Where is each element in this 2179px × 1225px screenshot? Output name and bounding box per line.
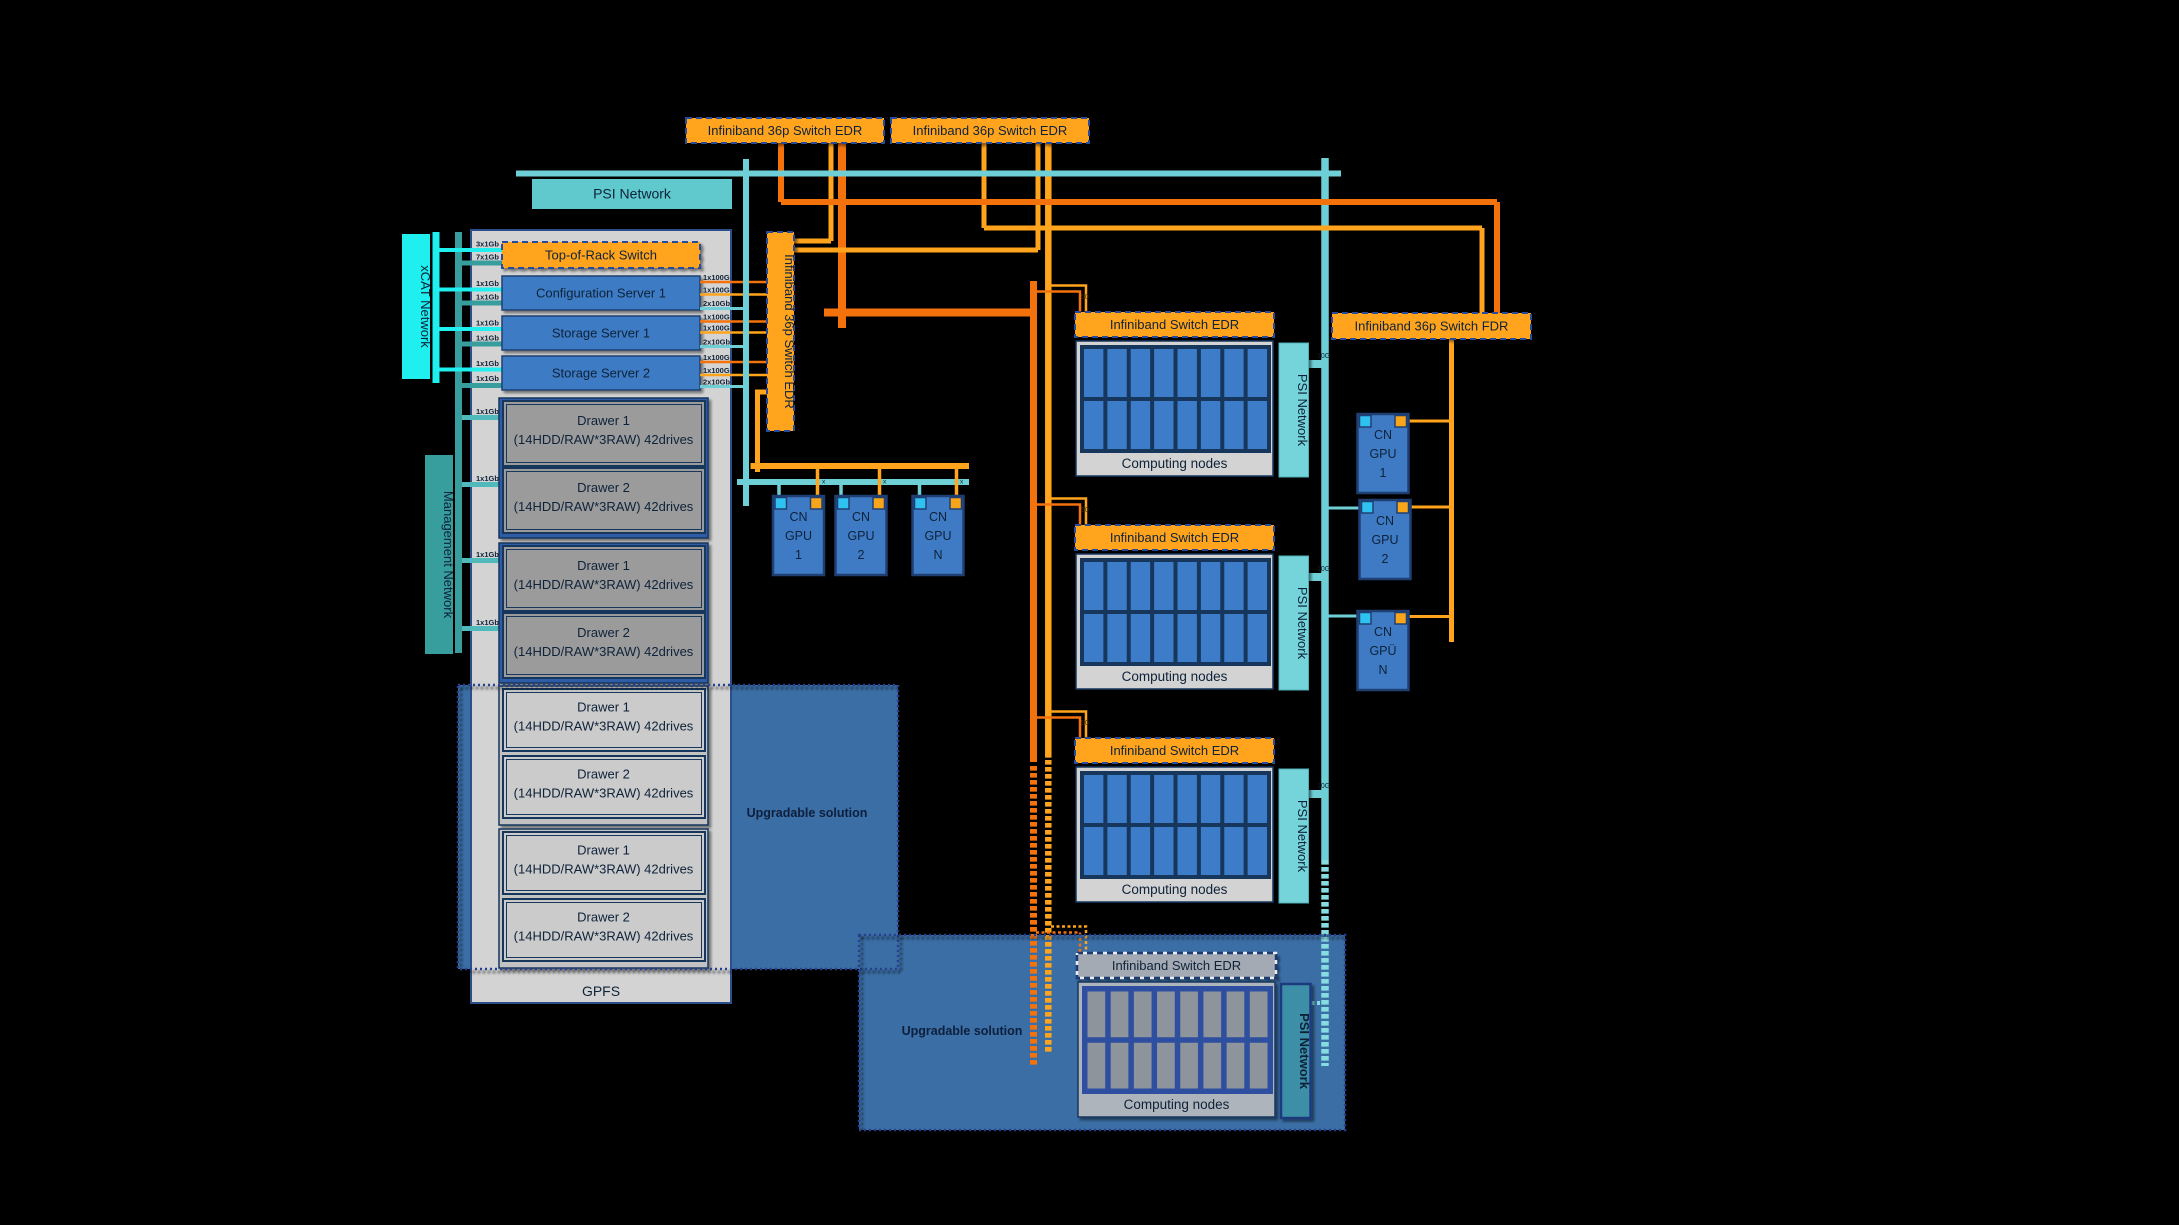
svg-text:Infiniband 36p Switch EDR: Infiniband 36p Switch EDR [708, 123, 863, 138]
svg-text:x: x [883, 479, 887, 486]
svg-text:x: x [960, 479, 964, 486]
svg-text:10G: 10G [1317, 353, 1330, 360]
svg-text:N: N [933, 548, 942, 562]
svg-text:Infiniband Switch EDR: Infiniband Switch EDR [1110, 743, 1239, 758]
svg-text:CN: CN [1374, 625, 1392, 639]
svg-text:GPU: GPU [924, 529, 951, 543]
svg-text:Management Network: Management Network [441, 491, 456, 619]
svg-text:GPU: GPU [785, 529, 812, 543]
svg-text:Computing nodes: Computing nodes [1122, 882, 1228, 897]
svg-text:1x1Gb: 1x1Gb [476, 374, 499, 383]
svg-text:1x1Gb: 1x1Gb [476, 279, 499, 288]
svg-text:PSI Network: PSI Network [1295, 374, 1310, 447]
svg-text:1x1Gb: 1x1Gb [476, 319, 499, 328]
svg-text:10G: 10G [1317, 783, 1330, 790]
svg-text:1x100G: 1x100G [703, 273, 730, 282]
svg-text:50: 50 [1081, 507, 1089, 514]
svg-text:CN: CN [1374, 428, 1392, 442]
svg-text:3x1Gb: 3x1Gb [476, 240, 499, 249]
svg-text:2x10Gb: 2x10Gb [703, 378, 731, 387]
svg-text:PSI Network: PSI Network [1295, 800, 1310, 873]
svg-text:Top-of-Rack Switch: Top-of-Rack Switch [545, 248, 657, 263]
svg-text:CN: CN [1376, 514, 1394, 528]
svg-text:Infiniband 36p Switch EDR: Infiniband 36p Switch EDR [782, 254, 797, 409]
svg-text:2: 2 [858, 548, 865, 562]
svg-text:50: 50 [1081, 294, 1089, 301]
svg-text:PSI Network: PSI Network [1297, 1013, 1312, 1090]
svg-text:1: 1 [1380, 466, 1387, 480]
svg-text:Computing nodes: Computing nodes [1122, 669, 1228, 684]
svg-text:N: N [1378, 663, 1387, 677]
svg-text:1: 1 [795, 548, 802, 562]
svg-text:Infiniband 36p Switch FDR: Infiniband 36p Switch FDR [1355, 319, 1509, 334]
svg-text:PSI Network: PSI Network [593, 186, 672, 202]
svg-text:Infiniband Switch EDR: Infiniband Switch EDR [1112, 958, 1241, 973]
svg-text:2x10Gb: 2x10Gb [703, 338, 731, 347]
svg-text:(14HDD/RAW*3RAW) 42drives: (14HDD/RAW*3RAW) 42drives [514, 719, 694, 734]
svg-text:10G: 10G [1317, 566, 1330, 573]
svg-text:Infiniband Switch EDR: Infiniband Switch EDR [1110, 317, 1239, 332]
svg-text:Infiniband 36p Switch EDR: Infiniband 36p Switch EDR [913, 123, 1068, 138]
svg-text:GPU: GPU [1371, 533, 1398, 547]
svg-text:1x1Gb: 1x1Gb [476, 550, 499, 559]
svg-text:(14HDD/RAW*3RAW) 42drives: (14HDD/RAW*3RAW) 42drives [514, 929, 694, 944]
svg-text:CN: CN [929, 510, 947, 524]
svg-text:Drawer 1: Drawer 1 [577, 843, 630, 858]
svg-text:Infiniband Switch EDR: Infiniband Switch EDR [1110, 530, 1239, 545]
svg-text:GPU: GPU [1369, 447, 1396, 461]
svg-text:Upgradable solution: Upgradable solution [747, 806, 868, 820]
svg-text:1x100G: 1x100G [703, 366, 730, 375]
svg-text:xCAT Network: xCAT Network [418, 265, 433, 348]
svg-text:GPU: GPU [847, 529, 874, 543]
svg-text:Upgradable solution: Upgradable solution [902, 1024, 1023, 1038]
svg-text:(14HDD/RAW*3RAW) 42drives: (14HDD/RAW*3RAW) 42drives [514, 577, 694, 592]
svg-text:GPFS: GPFS [582, 983, 620, 999]
svg-text:Storage Server 2: Storage Server 2 [552, 366, 650, 381]
svg-text:(14HDD/RAW*3RAW) 42drives: (14HDD/RAW*3RAW) 42drives [514, 499, 694, 514]
svg-text:1x1Gb: 1x1Gb [476, 334, 499, 343]
svg-text:(14HDD/RAW*3RAW) 42drives: (14HDD/RAW*3RAW) 42drives [514, 862, 694, 877]
svg-text:(14HDD/RAW*3RAW) 42drives: (14HDD/RAW*3RAW) 42drives [514, 786, 694, 801]
svg-text:Drawer 2: Drawer 2 [577, 480, 630, 495]
svg-text:GPÜ: GPÜ [1369, 644, 1396, 658]
svg-text:1x100G: 1x100G [703, 313, 730, 322]
svg-text:Storage Server 1: Storage Server 1 [552, 326, 650, 341]
svg-text:Computing nodes: Computing nodes [1122, 456, 1228, 471]
svg-text:7x1Gb: 7x1Gb [476, 253, 499, 262]
svg-text:CN: CN [852, 510, 870, 524]
svg-text:Drawer 2: Drawer 2 [577, 625, 630, 640]
svg-text:Drawer 1: Drawer 1 [577, 413, 630, 428]
svg-text:1x1Gb: 1x1Gb [476, 618, 499, 627]
svg-text:x: x [822, 479, 826, 486]
svg-text:Drawer 2: Drawer 2 [577, 910, 630, 925]
svg-text:1x1Gb: 1x1Gb [476, 474, 499, 483]
svg-text:1x100G: 1x100G [703, 324, 730, 333]
svg-text:(14HDD/RAW*3RAW) 42drives: (14HDD/RAW*3RAW) 42drives [514, 644, 694, 659]
svg-text:1x1Gb: 1x1Gb [476, 293, 499, 302]
svg-text:Drawer 1: Drawer 1 [577, 700, 630, 715]
svg-text:1x1Gb: 1x1Gb [476, 359, 499, 368]
svg-text:2: 2 [1382, 552, 1389, 566]
svg-text:PSI Network: PSI Network [1295, 587, 1310, 660]
svg-text:Configuration Server 1: Configuration Server 1 [536, 286, 666, 301]
svg-text:Drawer 1: Drawer 1 [577, 558, 630, 573]
svg-text:1x100G: 1x100G [703, 353, 730, 362]
svg-text:1x100G: 1x100G [703, 286, 730, 295]
svg-text:CN: CN [789, 510, 807, 524]
svg-text:50: 50 [1081, 720, 1089, 727]
svg-text:(14HDD/RAW*3RAW) 42drives: (14HDD/RAW*3RAW) 42drives [514, 432, 694, 447]
svg-text:2x10Gb: 2x10Gb [703, 299, 731, 308]
svg-text:1x1Gb: 1x1Gb [476, 407, 499, 416]
svg-text:Computing nodes: Computing nodes [1124, 1097, 1230, 1112]
svg-text:Drawer 2: Drawer 2 [577, 767, 630, 782]
